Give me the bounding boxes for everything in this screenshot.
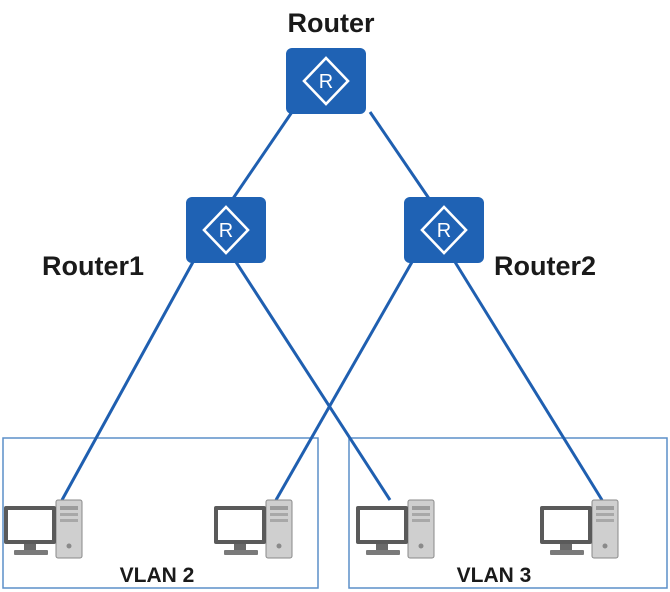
pc-2-icon (213, 499, 293, 559)
link-router1-pc1 (60, 261, 195, 501)
links (60, 111, 604, 501)
link-router2-pc4 (453, 261, 604, 501)
router-diamond-icon (420, 205, 468, 255)
vlan-3-label: VLAN 3 (457, 564, 532, 587)
vlan-2-box (2, 437, 319, 589)
link-router1-pc3 (234, 261, 392, 501)
link-router-router2 (368, 111, 432, 201)
router-diamond-icon (302, 56, 350, 106)
pc-4-icon (539, 499, 619, 559)
router-letter: R (219, 220, 233, 242)
link-router2-pc2 (274, 261, 414, 501)
router2-label: Router2 (494, 251, 596, 281)
router-icon (286, 48, 366, 114)
link-router-router1 (230, 111, 294, 201)
router-icon (186, 197, 266, 263)
router-2: R (404, 197, 484, 263)
vlan-2-label: VLAN 2 (120, 564, 195, 587)
vlan-3-box (348, 437, 668, 589)
router-label: Router (288, 8, 375, 38)
router-top: R (286, 48, 366, 114)
router-letter: R (319, 71, 333, 93)
router-letter: R (437, 220, 451, 242)
router1-label: Router1 (42, 251, 144, 281)
pc-1-icon (3, 499, 83, 559)
router-diamond-icon (202, 205, 250, 255)
router-1: R (186, 197, 266, 263)
router-icon (404, 197, 484, 263)
pc-3-icon (355, 499, 435, 559)
